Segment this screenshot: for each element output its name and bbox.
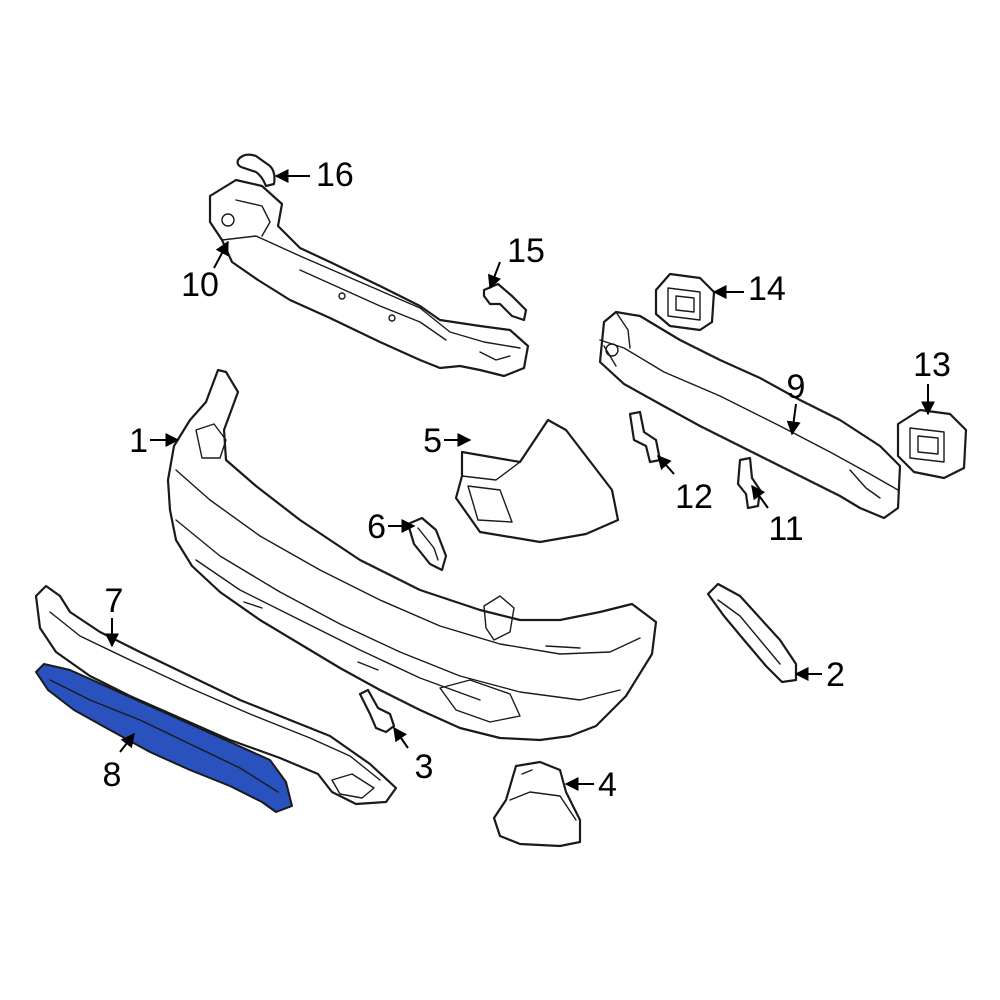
callout-7: 7 (105, 582, 124, 620)
part-8-lower-deflector[interactable] (35, 663, 293, 813)
leader-lines (105, 169, 935, 791)
callout-2: 2 (826, 656, 845, 694)
callout-labels: 1 2 3 4 5 6 7 8 9 10 11 12 13 14 15 16 (103, 156, 951, 804)
callout-14: 14 (748, 270, 786, 308)
callout-5: 5 (423, 422, 442, 460)
part-15-bracket[interactable] (482, 282, 528, 322)
leader-3 (393, 726, 409, 749)
callout-8: 8 (103, 756, 122, 794)
part-3-clip[interactable] (358, 688, 396, 734)
leader-9 (786, 403, 801, 436)
part-6-reflector[interactable] (406, 516, 448, 572)
part-14-sensor-bracket[interactable] (654, 272, 716, 332)
callout-15: 15 (507, 232, 545, 270)
part-2-side-bracket[interactable] (706, 582, 798, 684)
callout-16: 16 (316, 156, 354, 194)
callout-3: 3 (415, 748, 434, 786)
part-9-impact-bar[interactable] (598, 310, 902, 520)
callout-1: 1 (129, 422, 148, 460)
part-5-corner-bracket[interactable] (454, 418, 620, 544)
callout-6: 6 (367, 508, 386, 546)
leader-11 (751, 484, 769, 509)
callout-10: 10 (181, 266, 219, 304)
leader-12 (657, 454, 675, 475)
part-13-sensor-bracket[interactable] (896, 408, 968, 480)
part-1-bumper-cover[interactable] (166, 368, 658, 742)
leader-8 (119, 732, 135, 753)
callout-4: 4 (598, 766, 617, 804)
part-12-bracket[interactable] (628, 410, 662, 464)
part-11-bracket[interactable] (736, 456, 762, 510)
part-7-lower-molding[interactable] (34, 584, 398, 806)
part-4-guard[interactable] (492, 760, 582, 848)
part-16-bracket[interactable] (236, 153, 276, 188)
callout-9: 9 (787, 368, 806, 406)
leader-10 (213, 240, 229, 269)
callout-11: 11 (768, 510, 803, 548)
leader-15 (487, 261, 502, 290)
callout-13: 13 (913, 346, 951, 384)
part-10-reinforcement[interactable] (208, 178, 530, 378)
callout-12: 12 (675, 478, 713, 516)
